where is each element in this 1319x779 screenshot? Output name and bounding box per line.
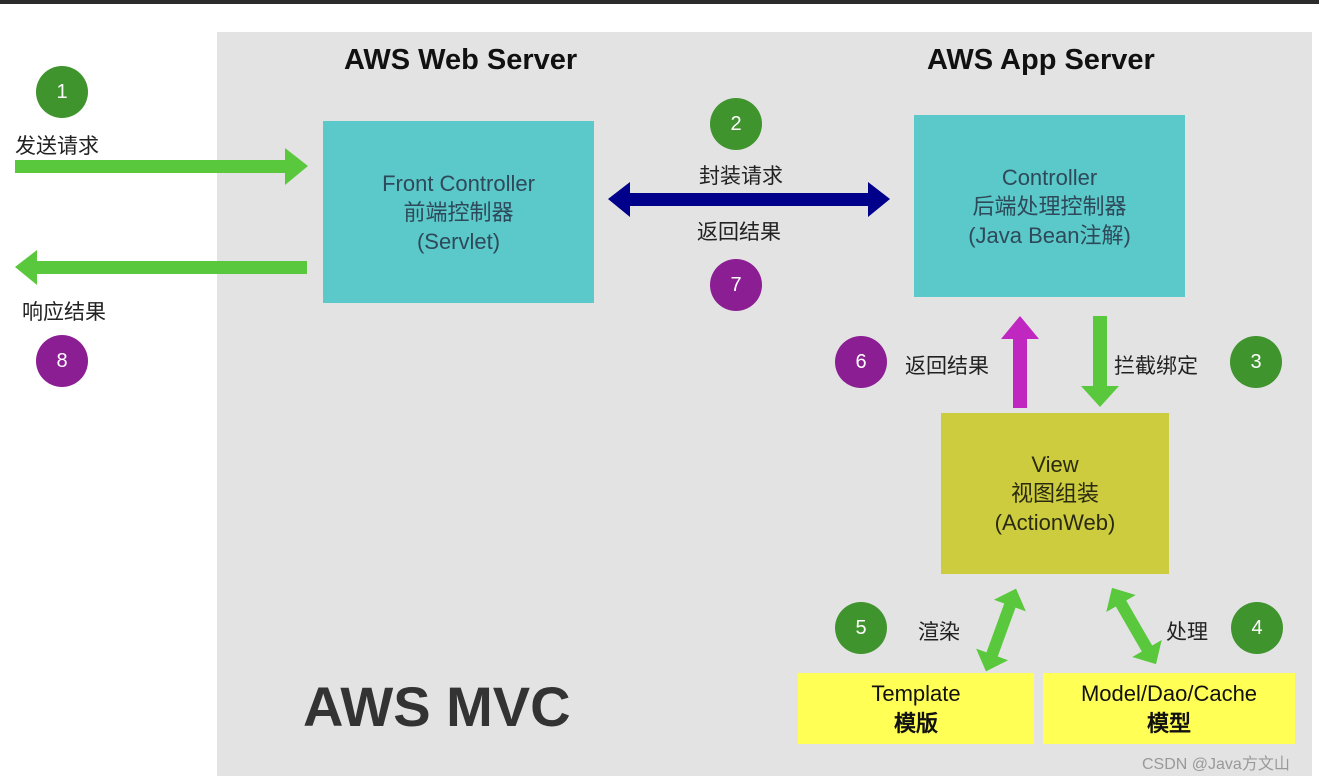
box-title: Template [871,680,961,706]
step-4-label: 处理 [1166,621,1208,644]
box-subtitle: 后端处理控制器 [972,193,1127,219]
step-6-label: 返回结果 [905,355,989,378]
step-5-label: 渲染 [918,621,960,644]
box-subtitle: 前端控制器 [403,199,514,225]
template-box: Template 模版 [798,673,1034,744]
controller-box: Controller 后端处理控制器 (Java Bean注解) [914,115,1185,297]
step-3-badge: 3 [1230,336,1282,388]
web-server-heading: AWS Web Server [344,44,578,76]
app-server-heading: AWS App Server [927,44,1155,76]
box-note: (Java Bean注解) [968,222,1131,248]
render-arrow [976,588,1026,672]
step-8-label: 响应结果 [22,301,106,324]
return-result-up-arrow [1001,316,1039,408]
send-request-arrow [15,148,308,185]
response-arrow [15,250,307,285]
process-arrow [1106,587,1162,665]
box-title: Model/Dao/Cache [1080,680,1258,706]
box-note: (ActionWeb) [994,510,1116,535]
box-subtitle: 模型 [1146,710,1191,736]
intercept-bind-down-arrow [1081,316,1119,407]
diagram-title: AWS MVC [303,675,571,738]
step-5-badge: 5 [835,602,887,654]
step-7-badge: 7 [710,259,762,311]
model-box: Model/Dao/Cache 模型 [1043,673,1295,744]
top-border [0,0,1319,4]
step-8-badge: 8 [36,335,88,387]
step-2-badge: 2 [710,98,762,150]
step-1-label: 发送请求 [15,135,99,158]
watermark: CSDN @Java方文山 [1142,756,1290,773]
step-7-label: 返回结果 [697,221,781,244]
step-1-badge: 1 [36,66,88,118]
box-note: (Servlet) [416,228,501,254]
step-2-label: 封装请求 [699,165,783,188]
view-box: View 视图组装 (ActionWeb) [941,413,1169,574]
step-6-badge: 6 [835,336,887,388]
box-subtitle: 视图组装 [1010,481,1099,506]
step-4-badge: 4 [1231,602,1283,654]
box-subtitle: 模版 [893,710,938,736]
box-title: Front Controller [382,170,535,196]
box-title: Controller [1001,164,1098,190]
step-3-label: 拦截绑定 [1114,355,1198,378]
box-title: View [1031,452,1079,477]
front-controller-box: Front Controller 前端控制器 (Servlet) [323,121,594,303]
encapsulate-return-arrow [608,182,890,217]
